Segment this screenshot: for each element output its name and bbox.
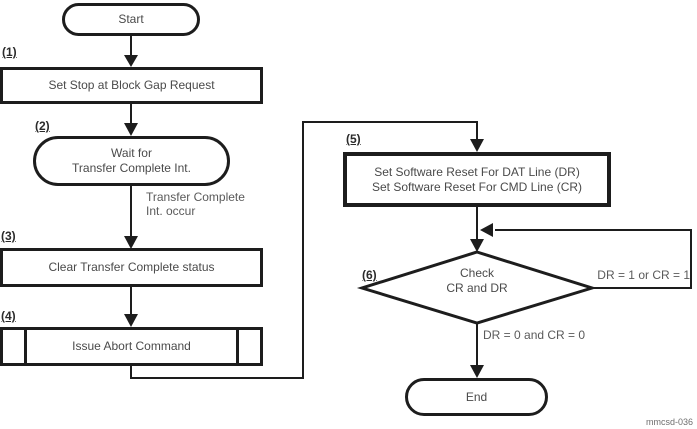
arrowhead-loop-merge [480,223,493,237]
node-step6-label-line2: CR and DR [446,281,508,295]
node-step4: Issue Abort Command [0,327,263,366]
node-step2: Wait for Transfer Complete Int. [33,136,230,186]
node-step6-label-line1: Check [459,266,494,280]
node-step5-label-line1: Set Software Reset For DAT Line (DR) [374,164,580,179]
node-step1: Set Stop at Block Gap Request [0,67,263,104]
node-step3: Clear Transfer Complete status [0,248,263,287]
node-step6-label: Check CR and DR [402,266,552,296]
predefined-process-right-bar [236,330,239,363]
predefined-process-left-bar [24,330,27,363]
arrowhead-into-step6 [470,239,484,252]
node-step3-label: Clear Transfer Complete status [48,260,215,274]
arrowhead-into-end [470,365,484,378]
node-step2-label-line1: Wait for [111,146,152,160]
step4-number: (4) [1,309,16,323]
decision-diamond [356,250,598,325]
node-start: Start [62,3,200,36]
arrowhead-into-step3 [124,236,138,249]
node-step5: Set Software Reset For DAT Line (DR) Set… [343,152,611,207]
node-step1-label: Set Stop at Block Gap Request [48,78,215,92]
node-step4-label: Issue Abort Command [72,339,191,353]
step2-number: (2) [35,119,50,133]
arrowhead-into-step1 [124,55,138,67]
edge-label-transfer-complete: Transfer Complete Int. occur [146,190,245,218]
node-step5-label-line2: Set Software Reset For CMD Line (CR) [371,179,583,194]
node-end-label: End [465,389,488,404]
node-start-label: Start [118,12,144,26]
edge-loop-back [495,229,692,289]
step5-number: (5) [346,132,361,146]
arrowhead-into-step5 [470,139,484,152]
arrowhead-into-step2 [124,123,138,136]
edge-step4-step5 [130,121,478,379]
node-end: End [405,378,548,416]
arrowhead-into-step4 [124,314,138,327]
node-step2-label-line2: Transfer Complete Int. [72,161,191,175]
edge-label-proceed: DR = 0 and CR = 0 [483,328,586,342]
step3-number: (3) [1,229,16,243]
step6-number: (6) [362,268,377,282]
edge-label-loop-back: DR = 1 or CR = 1 [597,268,690,282]
step1-number: (1) [2,45,17,59]
figure-id-caption: mmcsd-036 [645,417,693,427]
